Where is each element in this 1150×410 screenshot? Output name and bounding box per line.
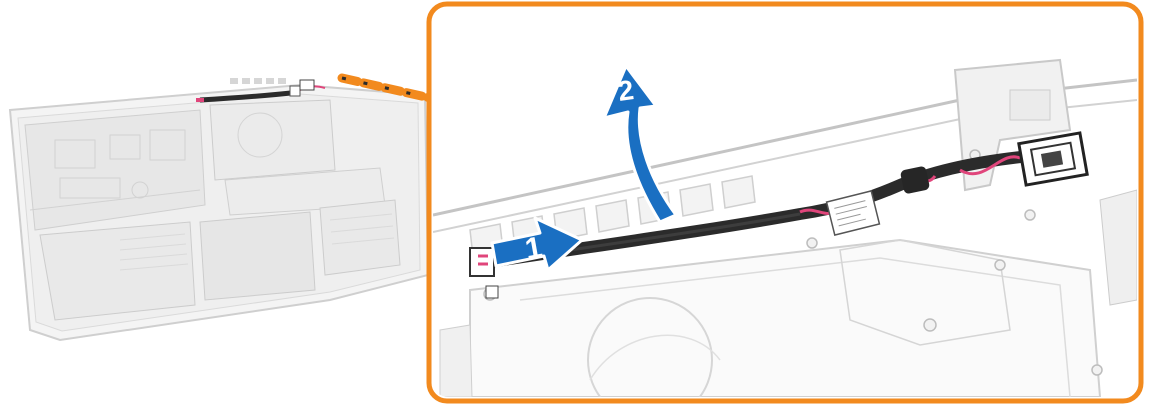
- laptop-base-overview: [10, 78, 428, 340]
- power-adapter-port: [1019, 133, 1087, 185]
- overview-connector: [290, 86, 300, 96]
- detail-callout: 1 2: [429, 4, 1141, 410]
